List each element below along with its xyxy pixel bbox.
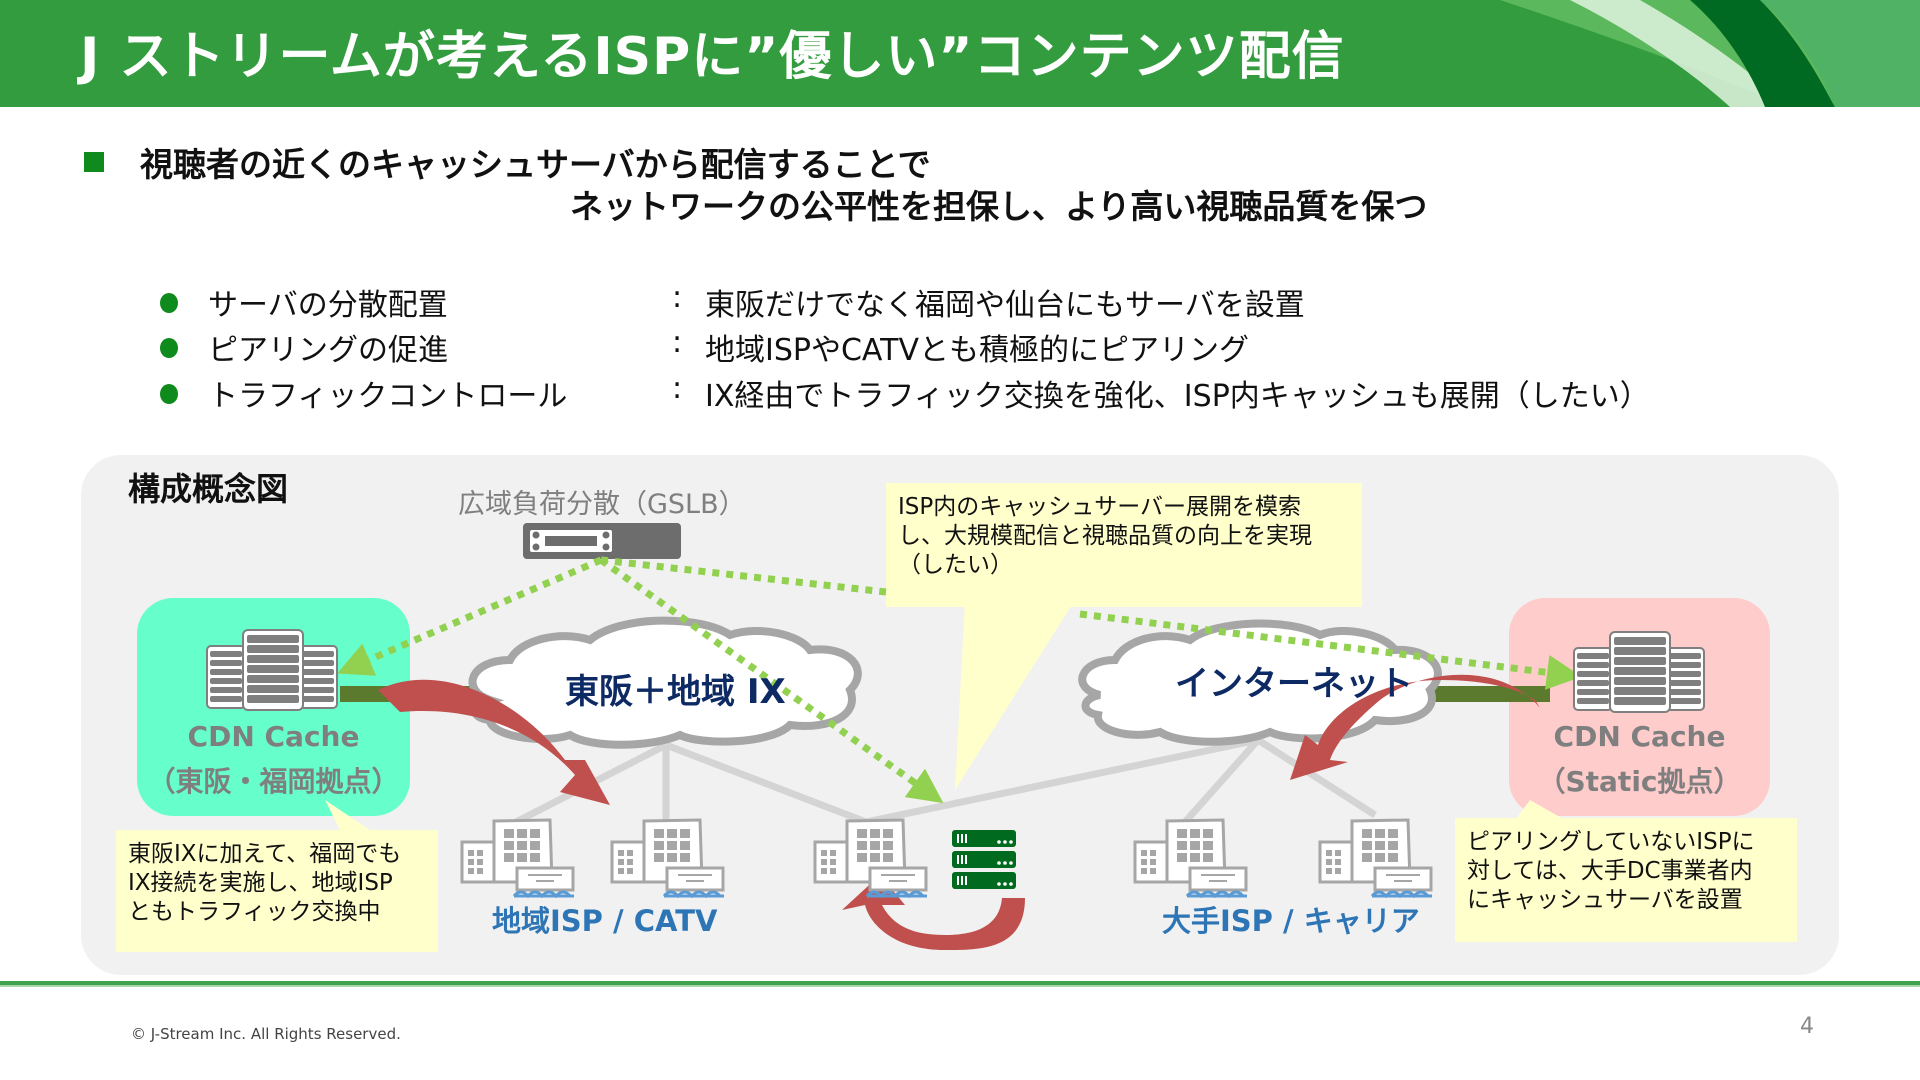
header-swoosh-dark <box>1690 0 1835 107</box>
gslb-load-balancer-icon <box>523 523 681 559</box>
arrow-left-cache-to-regional <box>378 679 610 805</box>
note-non-peering: ピアリングしていないISPに 対しては、大手DC事業者内 にキャッシュサーバを設… <box>1455 818 1797 942</box>
bullet-description: IX経由でトラフィック交換を強化、ISP内キャッシュも展開（したい） <box>705 379 1650 414</box>
header-swoosh-right <box>1760 0 1920 107</box>
bullet-dot-icon <box>160 338 178 358</box>
server-rack-icon-right <box>1573 631 1705 713</box>
group-label-major-isp: 大手ISP / キャリア <box>1162 904 1420 938</box>
note-line: ともトラフィック交換中 <box>128 899 381 925</box>
header-decoration <box>1500 0 1920 107</box>
bullet-separator: : <box>672 280 683 315</box>
bullet-separator: : <box>672 325 683 360</box>
cache-right-subtitle: （Static拠点） <box>1537 765 1742 798</box>
traffic-arrows <box>378 674 1540 950</box>
header-swoosh-white <box>1570 0 1790 107</box>
bullet-dot-icon <box>160 384 178 404</box>
server-rack-icon-left <box>206 629 338 711</box>
gslb-to-isp-cache <box>598 557 944 804</box>
arrow-right-cache-to-major <box>1290 674 1540 780</box>
copyright-text: © J-Stream Inc. All Rights Reserved. <box>131 1025 401 1043</box>
note-line: にキャッシュサーバを設置 <box>1467 887 1743 913</box>
cache-left-subtitle: （東阪・福岡拠点） <box>147 765 400 798</box>
bullet-item: ピアリングの促進 : 地域ISPやCATVとも積極的にピアリング <box>160 325 1760 369</box>
note-ix-fukuoka: 東阪IXに加えて、福岡でも IX接続を実施し、地域ISP ともトラフィック交換中 <box>116 830 438 952</box>
cloud-ix-label: 東阪＋地域 IX <box>565 672 786 712</box>
lead-text-line2: ネットワークの公平性を担保し、より高い視聴品質を保つ <box>570 187 1428 226</box>
note-isp-cache: ISP内のキャッシュサーバー展開を模索 し、大規模配信と視聴品質の向上を実現 （… <box>886 483 1362 607</box>
bullet-dot-icon <box>160 293 178 313</box>
network-links <box>514 736 1377 826</box>
square-bullet-icon <box>84 152 104 172</box>
gslb-routing-lines <box>337 556 1582 804</box>
footer-divider <box>0 981 1920 985</box>
cloud-internet-label: インターネット <box>1175 664 1413 704</box>
gslb-label: 広域負荷分散（GSLB） <box>458 489 746 520</box>
slide-title: J ストリームが考えるISPに”優しい”コンテンツ配信 <box>80 27 1345 87</box>
note-line: し、大規模配信と視聴品質の向上を実現 <box>898 523 1312 549</box>
note-top-pointer <box>955 600 1075 790</box>
gslb-to-right-seg1 <box>600 556 887 596</box>
arrow-isp-cache-loop <box>842 875 1025 950</box>
note-line: ISP内のキャッシュサーバー展開を模索 <box>898 494 1302 520</box>
lead-text-line1: 視聴者の近くのキャッシュサーバから配信することで <box>140 145 931 184</box>
page-number: 4 <box>1800 1014 1814 1039</box>
bullet-separator: : <box>672 371 683 406</box>
group-label-regional-isp: 地域ISP / CATV <box>492 904 718 938</box>
gslb-to-right-cache <box>1079 610 1582 690</box>
note-line: 対しては、大手DC事業者内 <box>1467 858 1753 884</box>
slide-header <box>0 0 1920 107</box>
footer-divider-light <box>0 985 1920 987</box>
note-line: （したい） <box>898 552 1013 578</box>
bullet-item: サーバの分散配置 : 東阪だけでなく福岡や仙台にもサーバを設置 <box>160 280 1760 324</box>
cache-left-title: CDN Cache <box>187 720 360 753</box>
link-internet-major1 <box>1182 737 1261 825</box>
cloud-ix-icon <box>468 616 862 749</box>
bullet-item: トラフィックコントロール : IX経由でトラフィック交換を強化、ISP内キャッシ… <box>160 371 1760 415</box>
isp-cache-server-icon <box>952 830 1016 889</box>
diagram-title: 構成概念図 <box>128 470 289 508</box>
note-line: 東阪IXに加えて、福岡でも <box>128 841 402 867</box>
note-line: ピアリングしていないISPに <box>1467 829 1755 855</box>
note-left-pointer <box>325 800 370 830</box>
note-line: IX接続を実施し、地域ISP <box>128 870 393 896</box>
note-right-pointer <box>1515 800 1565 820</box>
bullet-label: ピアリングの促進 <box>208 333 448 368</box>
link-center-internet <box>865 736 1259 826</box>
link-internet-major2 <box>1256 737 1377 818</box>
bullet-label: サーバの分散配置 <box>208 288 448 323</box>
link-ix-center <box>664 741 868 826</box>
gslb-to-left-cache <box>337 556 603 676</box>
bullet-description: 東阪だけでなく福岡や仙台にもサーバを設置 <box>705 288 1305 323</box>
bullet-label: トラフィックコントロール <box>208 379 568 414</box>
cache-right-title: CDN Cache <box>1553 720 1726 753</box>
bullet-description: 地域ISPやCATVとも積極的にピアリング <box>705 333 1249 368</box>
